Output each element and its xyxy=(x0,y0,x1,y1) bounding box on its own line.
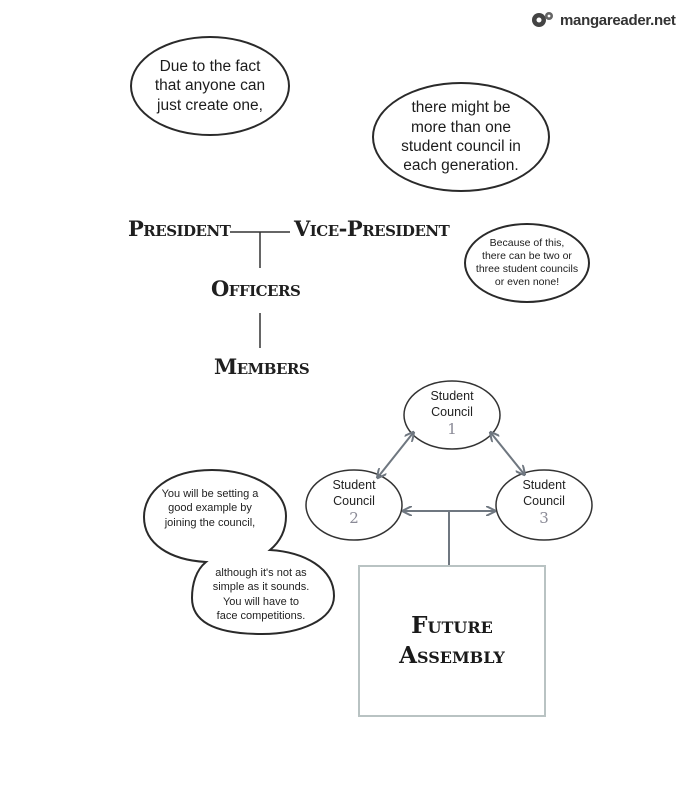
speech-bubble-because: Because of this, there can be two or thr… xyxy=(464,223,590,303)
future-assembly-box: Future Assembly xyxy=(358,565,546,717)
members-label: Members xyxy=(214,354,310,379)
council-3-label: Student Council xyxy=(522,478,566,508)
note-setting-example: You will be setting a good example by jo… xyxy=(161,488,259,529)
future-assembly-label: Future Assembly xyxy=(399,612,505,669)
council-2-label: Student Council xyxy=(332,478,376,508)
arrow-council-1-3 xyxy=(491,433,524,474)
council-2-number: 2 xyxy=(349,509,359,528)
council-1-node: Student Council 1 xyxy=(404,389,500,439)
merged-speech-bubble xyxy=(142,468,336,636)
vice-president-label: Vice-President xyxy=(294,216,450,241)
arrow-council-1-2 xyxy=(378,433,413,477)
council-3-node: Student Council 3 xyxy=(496,478,592,528)
officers-label: Officers xyxy=(211,276,301,301)
council-1-label: Student Council xyxy=(430,389,474,419)
president-label: President xyxy=(128,216,231,241)
council-1-number: 1 xyxy=(447,420,457,439)
speech-bubble-anyone: Due to the fact that anyone can just cre… xyxy=(130,36,290,136)
gear-icon xyxy=(532,12,553,27)
note-not-simple: although it's not as simple as it sounds… xyxy=(212,567,310,622)
watermark-text: mangareader.net xyxy=(560,11,676,29)
council-3-number: 3 xyxy=(539,509,549,528)
council-3-ellipse xyxy=(495,469,593,541)
council-2-node: Student Council 2 xyxy=(308,478,400,528)
council-1-ellipse xyxy=(403,380,501,450)
speech-bubble-more-than-one: there might be more than one student cou… xyxy=(372,82,550,192)
watermark-logo: mangareader.net xyxy=(530,8,676,32)
council-2-ellipse xyxy=(305,469,403,541)
